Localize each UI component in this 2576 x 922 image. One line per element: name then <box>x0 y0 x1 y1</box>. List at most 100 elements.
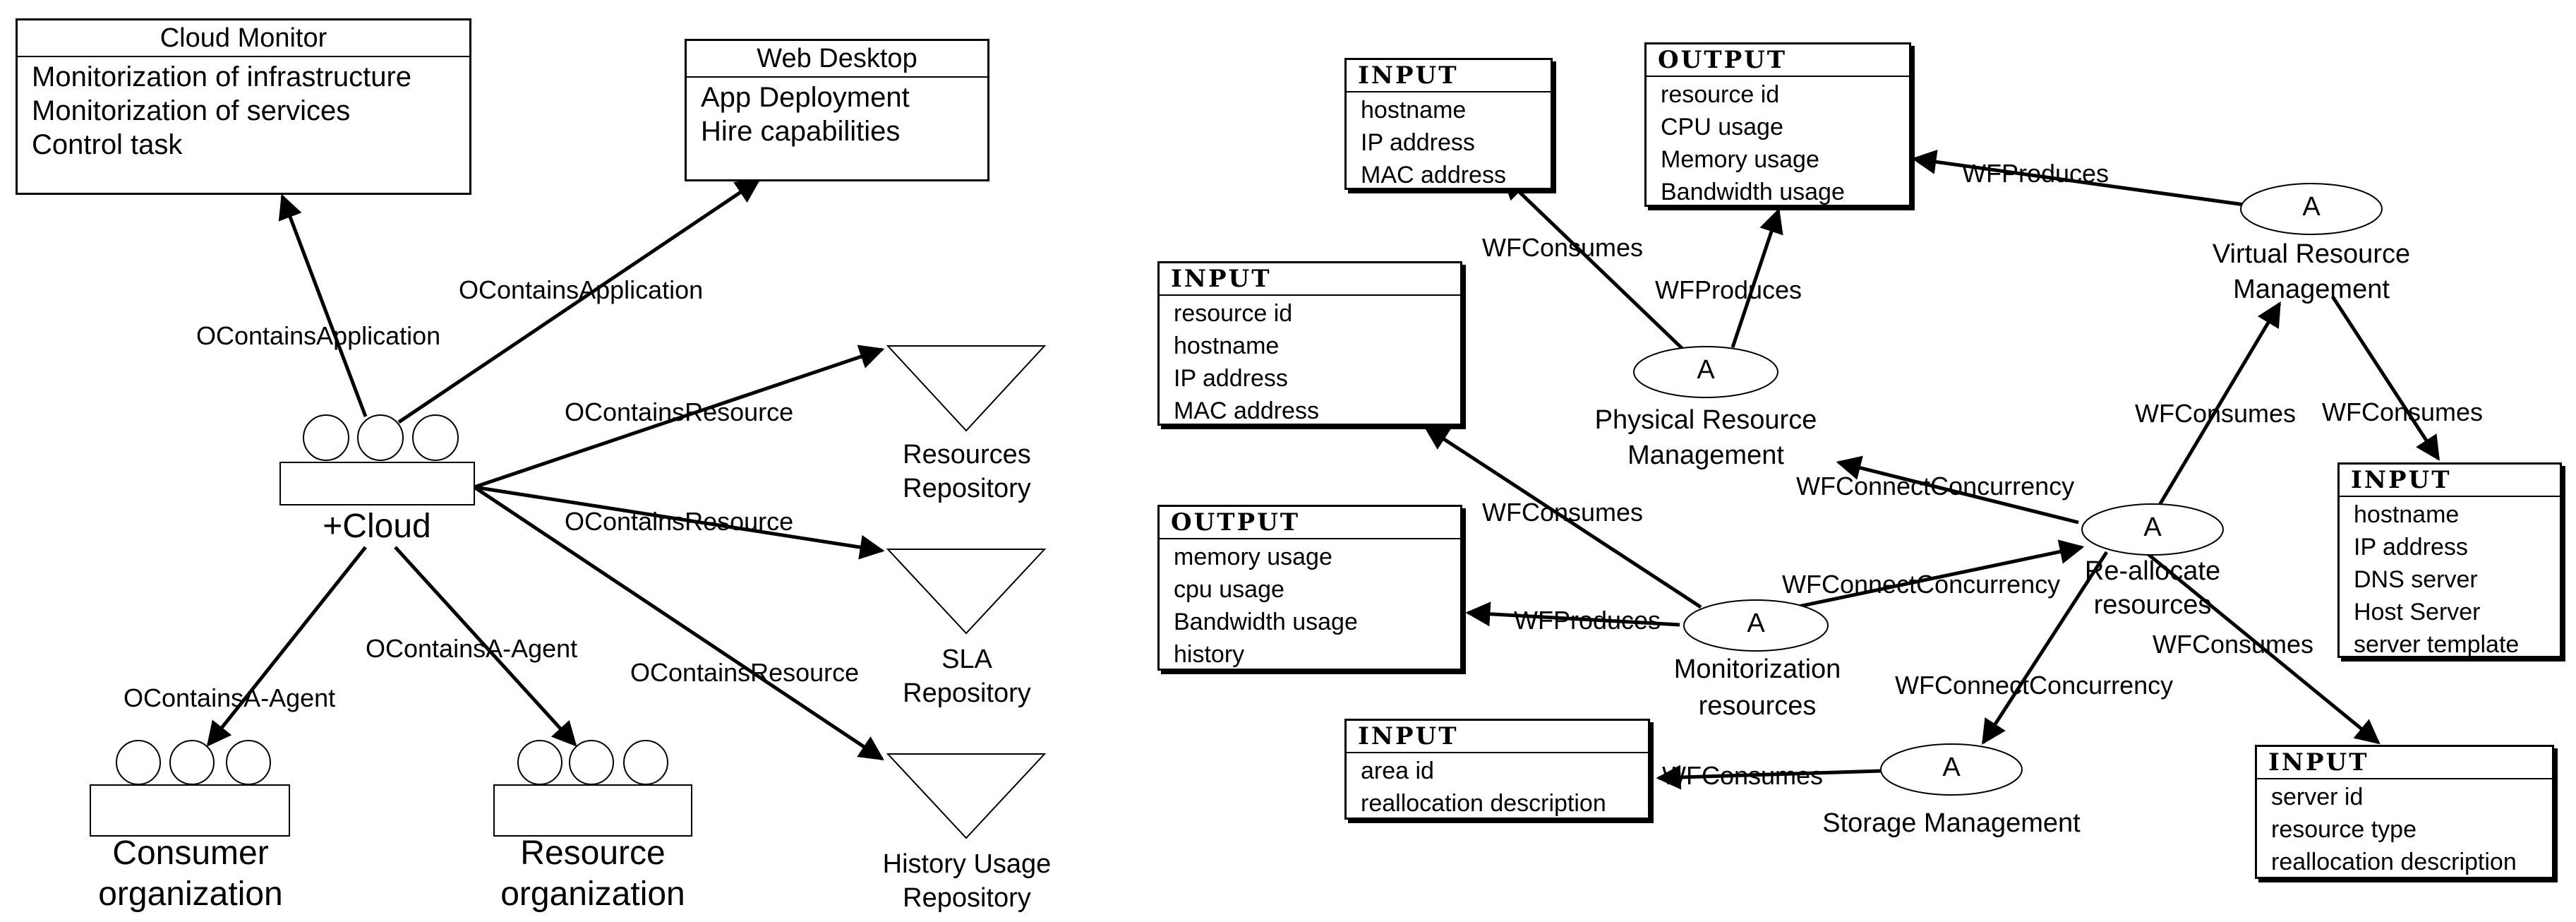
cloud-monitor-item: Monitorization of services <box>32 95 351 126</box>
repo-label-line: History Usage <box>882 849 1052 879</box>
edge-virtual-to-output <box>1911 149 2245 207</box>
edge-label-wfconsumes: WFConsumes <box>1482 233 1644 262</box>
table-header: INPUT <box>1347 60 1551 92</box>
input-virtual-table: INPUT hostname IP address DNS server Hos… <box>2337 462 2562 658</box>
repo-label-line: SLA <box>941 645 992 674</box>
output-physical-table: OUTPUT resource id CPU usage Memory usag… <box>1644 42 1911 207</box>
cloud-monitor-box: Cloud Monitor Monitorization of infrastr… <box>16 18 471 195</box>
activity-label-line: resources <box>2093 590 2212 620</box>
edge-cloud-to-monitor <box>278 193 368 417</box>
repo-label-line: Repository <box>903 678 1031 708</box>
table-row: Bandwidth usage <box>1174 609 1358 635</box>
edge-realloc-to-virtual <box>2157 301 2282 506</box>
table-row: reallocation description <box>1361 790 1606 817</box>
table-header: INPUT <box>2257 747 2552 779</box>
activity-label-line: Management <box>2233 275 2390 304</box>
activity-label-line: Monitorization <box>1673 654 1841 684</box>
edge-label-wfproduces: WFProduces <box>1655 275 1802 304</box>
input-realloc-table: INPUT server id resource type reallocati… <box>2255 745 2554 879</box>
consumer-label-line: organization <box>98 875 283 913</box>
edge-cloud-to-consumer <box>206 546 367 747</box>
edge-realloc-to-storage <box>1981 551 2109 745</box>
activity-realloc-symbol: A <box>2143 513 2162 542</box>
table-row: history <box>1174 641 1245 668</box>
resource-org-label-line: Resource <box>520 834 666 872</box>
resources-repository-icon <box>886 345 1047 432</box>
activity-storage-symbol: A <box>1942 753 1961 782</box>
table-header: INPUT <box>1160 263 1460 296</box>
web-desktop-item: Hire capabilities <box>701 116 901 147</box>
edge-label-wfconsumes: WFConsumes <box>2135 399 2297 428</box>
edge-storage-to-input <box>1656 765 1882 790</box>
edge-label-wfconsumes: WFConsumes <box>1482 498 1644 527</box>
resource-org-circle-icon <box>569 740 614 785</box>
table-row: MAC address <box>1174 397 1319 424</box>
edge-label-contains-resource: OContainsResource <box>630 658 860 687</box>
activity-virtual-ellipse <box>2240 183 2383 235</box>
table-row: resource id <box>1174 300 1293 327</box>
activity-label-line: Re-allocate <box>2084 556 2221 586</box>
table-row: Host Server <box>2354 599 2481 625</box>
table-row: MAC address <box>1361 162 1506 188</box>
history-repository-icon <box>886 753 1047 839</box>
edge-label-wfconsumes: WFConsumes <box>2153 630 2314 659</box>
table-rows: area id reallocation description <box>1347 753 1648 821</box>
edge-label-wfproduces: WFProduces <box>1962 159 2109 188</box>
table-row: IP address <box>1361 129 1475 156</box>
repo-label-line: Repository <box>903 883 1031 913</box>
edge-realloc-to-input <box>2144 551 2381 745</box>
resource-organization-label: Resource organization <box>473 833 713 915</box>
edge-label-wfproduces: WFProduces <box>1514 606 1661 635</box>
edge-cloud-to-webdesktop <box>397 178 761 424</box>
table-row: hostname <box>2354 501 2460 528</box>
edge-cloud-to-history-repo <box>473 485 884 761</box>
input-storage-table: INPUT area id reallocation description <box>1344 719 1650 820</box>
edge-monitor-to-realloc <box>1778 539 2085 613</box>
web-desktop-title: Web Desktop <box>687 41 987 78</box>
activity-physical-ellipse <box>1633 346 1778 398</box>
table-row: Memory usage <box>1661 146 1819 173</box>
table-header: OUTPUT <box>1647 44 1909 77</box>
table-row: Bandwidth usage <box>1661 179 1845 205</box>
consumer-base <box>90 784 290 837</box>
edge-realloc-to-physical <box>1836 455 2079 525</box>
consumer-label-line: Consumer <box>112 834 269 872</box>
input-physical-table: INPUT hostname IP address MAC address <box>1344 58 1553 190</box>
edge-cloud-to-resources-repo <box>474 345 885 489</box>
table-row: reallocation description <box>2271 849 2517 875</box>
edge-physical-to-output <box>1731 208 1783 348</box>
table-row: memory usage <box>1174 544 1332 570</box>
edge-monitor-to-input <box>1424 425 1702 609</box>
table-header: INPUT <box>2340 465 2560 497</box>
storage-management-label: Storage Management <box>1822 808 2081 838</box>
monitorization-resources-label: Monitorization resources <box>1616 651 1898 724</box>
edge-cloud-to-resource-org <box>394 546 577 747</box>
edge-virtual-to-input <box>2330 295 2440 461</box>
edge-label-wfconnectconcurrency: WFConnectConcurrency <box>1796 472 2075 501</box>
consumer-circle-icon <box>116 740 161 785</box>
edge-cloud-to-sla-repo <box>474 485 885 560</box>
input-monitor-table: INPUT resource id hostname IP address MA… <box>1157 261 1462 426</box>
table-row: server template <box>2354 631 2520 658</box>
activity-virtual-symbol: A <box>2302 192 2321 222</box>
table-row: CPU usage <box>1661 114 1783 140</box>
web-desktop-box: Web Desktop App Deployment Hire capabili… <box>685 39 989 181</box>
table-row: cpu usage <box>1174 576 1284 603</box>
cloud-circle-icon <box>357 414 404 461</box>
table-row: resource type <box>2271 816 2416 843</box>
edge-label-wfconnectconcurrency: WFConnectConcurrency <box>1782 570 2061 599</box>
table-rows: memory usage cpu usage Bandwidth usage h… <box>1160 539 1460 672</box>
table-rows: resource id CPU usage Memory usage Bandw… <box>1647 77 1909 210</box>
activity-monitor-ellipse <box>1683 599 1829 652</box>
physical-resource-management-label: Physical Resource Management <box>1565 402 1847 473</box>
repo-label-line: Resources <box>903 440 1031 469</box>
consumer-circle-icon <box>226 740 271 785</box>
resource-org-circle-icon <box>517 740 562 785</box>
table-row: hostname <box>1361 97 1467 124</box>
edge-label-wfconsumes: WFConsumes <box>1662 761 1824 790</box>
repo-label-line: Repository <box>903 474 1031 503</box>
history-usage-repository-label: History Usage Repository <box>861 847 1073 915</box>
cloud-base <box>279 462 475 505</box>
edge-physical-to-input <box>1501 174 1685 351</box>
